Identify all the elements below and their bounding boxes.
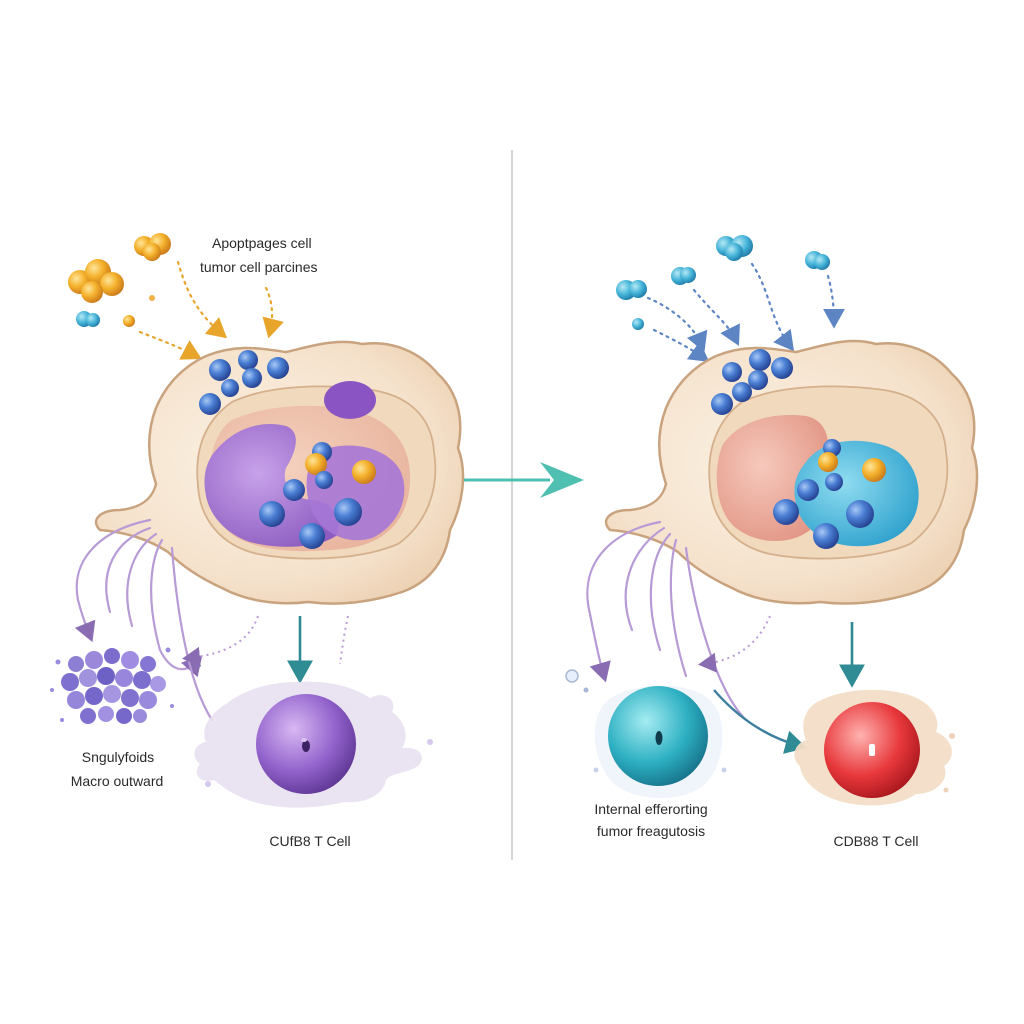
incoming-particles-left — [68, 233, 284, 360]
label-internal-efferorting: Internal efferorting — [594, 801, 708, 817]
label-left-t-cell: CUfB8 T Cell — [269, 833, 351, 849]
orange-particle-cluster — [68, 259, 124, 303]
orange-particle-cluster — [134, 233, 171, 261]
label-right-t-cell: CDB88 T Cell — [833, 833, 919, 849]
purple-granule — [324, 381, 376, 419]
teal-particle — [805, 251, 830, 270]
teal-particle-cluster — [716, 235, 753, 261]
label-singular-foids: Sngulyfoids — [81, 749, 155, 765]
orange-particle — [123, 315, 135, 327]
curved-arrow — [339, 615, 349, 665]
particle-trail-arrow — [138, 330, 202, 360]
outward-flow-right — [586, 520, 748, 722]
label-tumor-freagutosis: fumor freagutosis — [596, 823, 706, 839]
t-cell-teal — [593, 685, 727, 799]
curved-arrow — [182, 615, 259, 667]
teal-particle — [671, 267, 696, 285]
incoming-particles-right — [616, 235, 845, 362]
particle-trail-arrow — [176, 260, 228, 339]
purple-nucleus — [204, 424, 339, 547]
outward-flow-left — [74, 518, 214, 722]
apoptotic-debris-cluster — [50, 647, 174, 724]
macrophage-left — [94, 340, 465, 605]
right-arrow-icon — [464, 462, 584, 498]
t-cell-red — [794, 689, 955, 806]
label-tumor-particles: tumor cell parcines — [200, 259, 318, 275]
orange-particle — [149, 295, 155, 301]
particle-trail-arrow — [262, 286, 284, 339]
teal-particle — [616, 280, 647, 300]
blue-particle — [76, 311, 100, 327]
left-panel — [50, 233, 465, 808]
curved-arrow — [698, 615, 771, 673]
t-cell-purple — [194, 681, 433, 808]
label-apoptotic-cell: Apoptpages cell — [212, 235, 312, 251]
label-macro-outward: Macro outward — [70, 773, 164, 789]
diagonal-arrow — [713, 689, 807, 754]
right-panel — [565, 235, 979, 806]
purple-nucleus-lobe — [306, 445, 405, 541]
macrophage-right — [604, 339, 979, 605]
